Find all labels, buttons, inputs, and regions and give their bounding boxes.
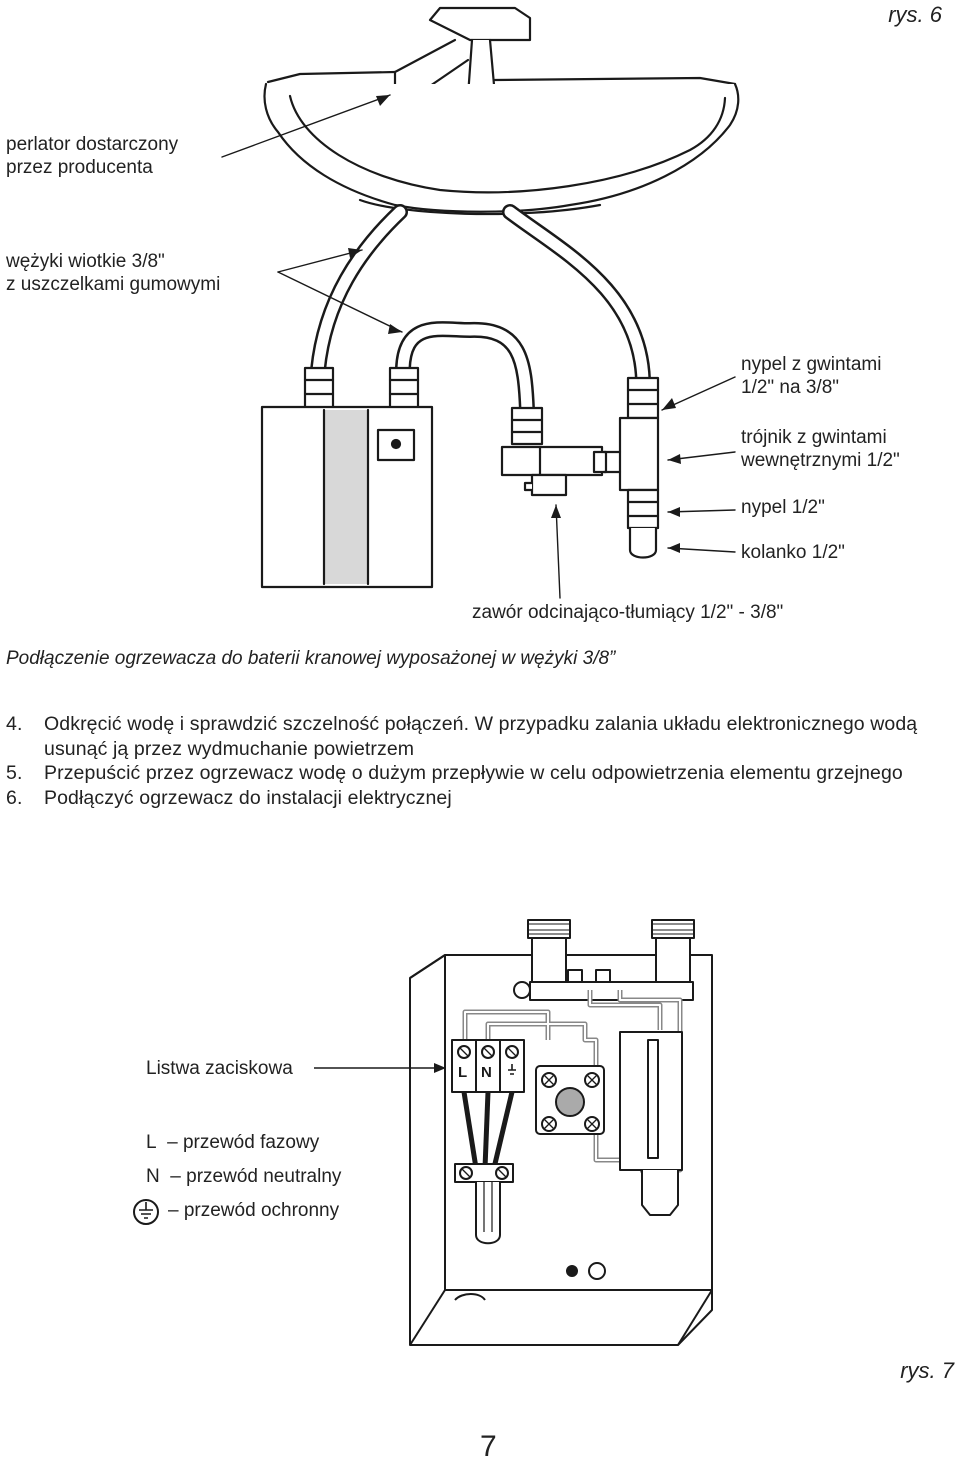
page-number: 7: [480, 1430, 497, 1463]
terminal-callout-line: [314, 1063, 446, 1073]
washbasin: [263, 70, 740, 216]
callout-nipple: nypel 1/2": [741, 497, 825, 518]
water-heater: [260, 405, 434, 589]
earth-icon: [133, 1199, 159, 1225]
figure-6-label: rys. 6: [888, 2, 942, 27]
hoses: [310, 204, 651, 418]
heater-housing: [409, 954, 713, 1346]
callout-arrowheads: [348, 95, 681, 553]
terminal-letter-l: L: [458, 1064, 467, 1081]
step-5: 5. Przepuścić przez ogrzewacz wodę o duż…: [6, 762, 903, 784]
internal-wiring: [462, 990, 683, 1173]
legend-n: N – przewód neutralny: [146, 1166, 342, 1187]
callout-tee: trójnik z gwintami wewnętrznymi 1/2": [741, 427, 900, 471]
valve-and-tee: [500, 416, 660, 559]
step-6: 6. Podłączyć ogrzewacz do instalacji ele…: [6, 786, 452, 809]
installation-steps: 4. Odkręcić wodę i sprawdzić szczelność …: [6, 712, 952, 810]
callout-valve: zawór odcinająco-tłumiący 1/2" - 3/8": [472, 602, 784, 623]
indicator: [566, 1262, 606, 1280]
figure-6-caption: Podłączenie ogrzewacza do baterii kranow…: [6, 648, 616, 669]
terminal-strip-label: Listwa zaciskowa: [146, 1058, 293, 1079]
faucet: [392, 6, 532, 102]
step-4: 4. Odkręcić wodę i sprawdzić szczelność …: [6, 713, 918, 760]
callout-nipple-thread: nypel z gwintami 1/2" na 3/8": [741, 354, 882, 398]
callout-aerator: perlator dostarczony przez producenta: [6, 134, 179, 178]
supply-wires: [461, 1091, 515, 1169]
manifold: [513, 969, 694, 1001]
water-pipes: [527, 919, 695, 991]
figure-6-drawing: [221, 6, 740, 599]
terminal-block: [451, 1039, 525, 1093]
hose-nuts: [303, 366, 660, 446]
callout-elbow: kolanko 1/2": [741, 542, 845, 563]
callout-hoses: wężyki wiotkie 3/8" z uszczelkami gumowy…: [6, 251, 221, 295]
terminal-letter-n: N: [481, 1064, 492, 1081]
supply-cable: [475, 1182, 501, 1245]
legend-earth: – przewód ochronny: [168, 1200, 340, 1221]
heating-element: [619, 1031, 683, 1216]
cable-clamp: [454, 1163, 514, 1183]
internal-wiring-core: [464, 990, 681, 1171]
legend-l: L – przewód fazowy: [146, 1132, 320, 1153]
thermostat: [535, 1065, 605, 1135]
figure-7-label: rys. 7: [900, 1358, 954, 1383]
